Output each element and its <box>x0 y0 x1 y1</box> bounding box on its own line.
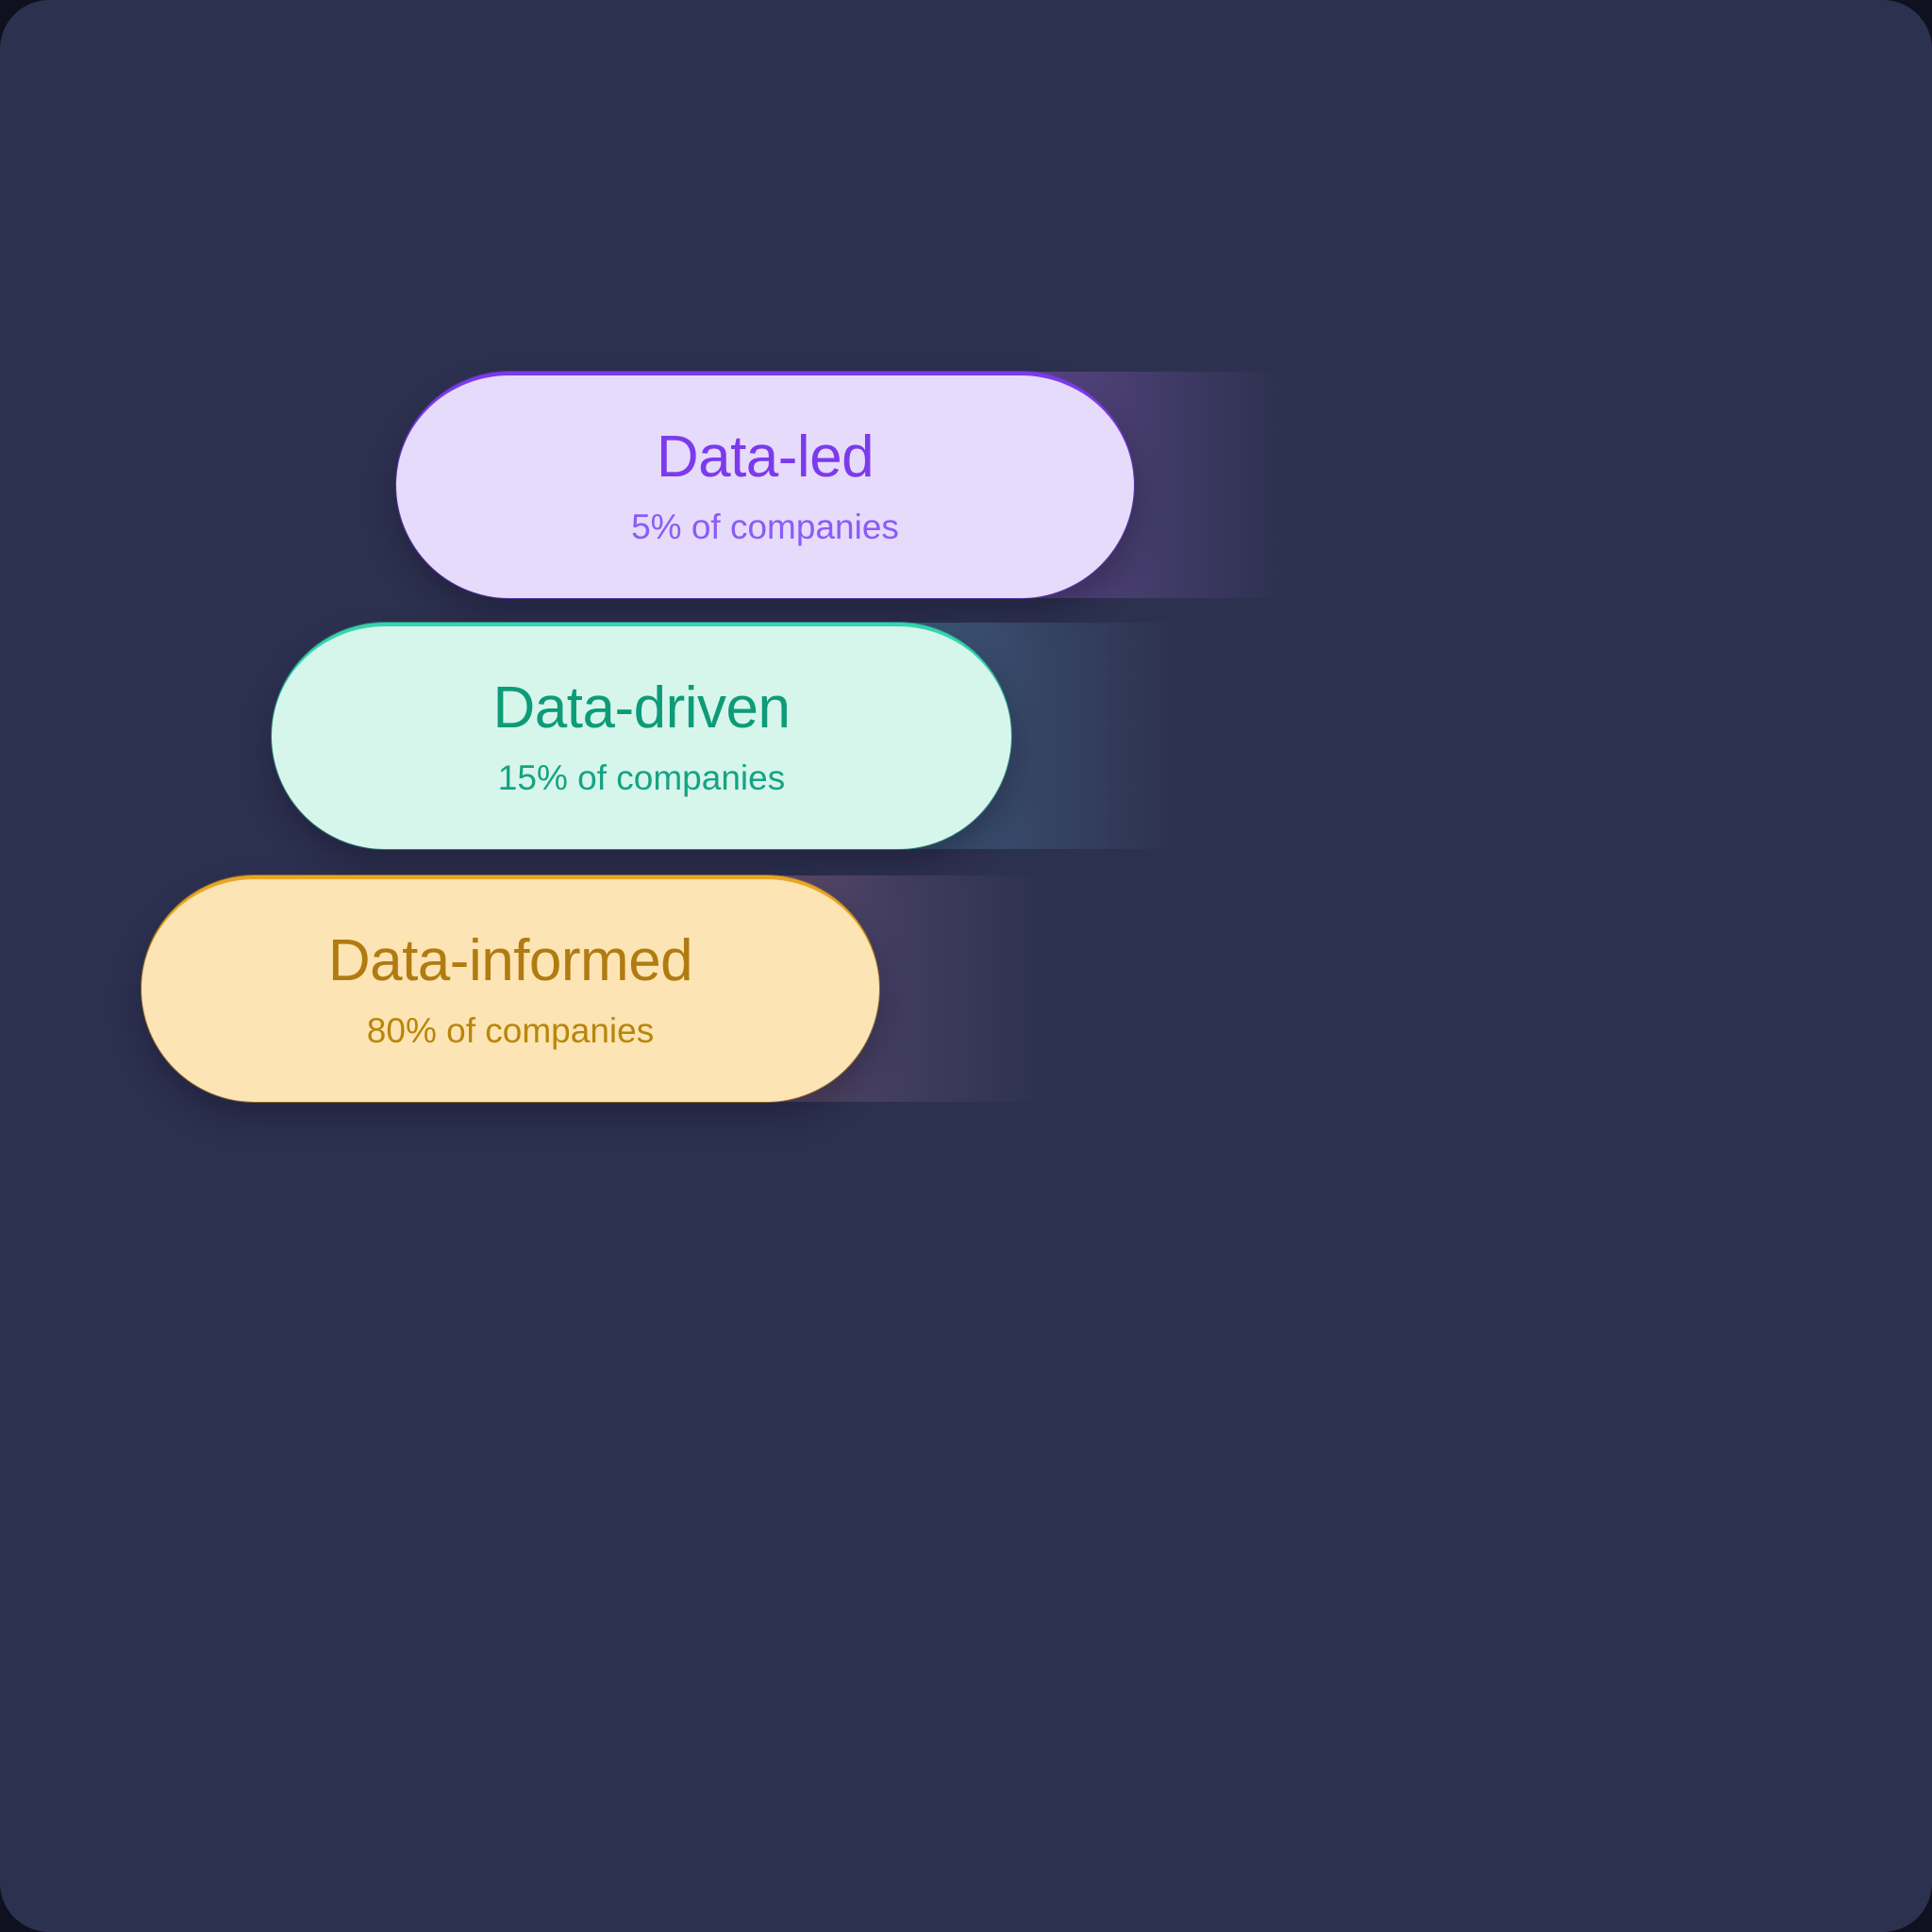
tier-subtitle-data-informed: 80% of companies <box>366 1011 655 1051</box>
tier-capsule-data-driven[interactable]: Data-driven 15% of companies <box>272 623 1011 849</box>
tier-title-data-driven: Data-driven <box>492 675 791 741</box>
tier-capsule-data-led[interactable]: Data-led 5% of companies <box>396 372 1134 598</box>
tier-capsule-data-informed[interactable]: Data-informed 80% of companies <box>142 875 879 1102</box>
tier-subtitle-data-driven: 15% of companies <box>497 758 786 798</box>
tier-title-data-led: Data-led <box>656 425 874 491</box>
tier-title-data-informed: Data-informed <box>327 928 693 994</box>
tier-subtitle-data-led: 5% of companies <box>631 508 899 547</box>
